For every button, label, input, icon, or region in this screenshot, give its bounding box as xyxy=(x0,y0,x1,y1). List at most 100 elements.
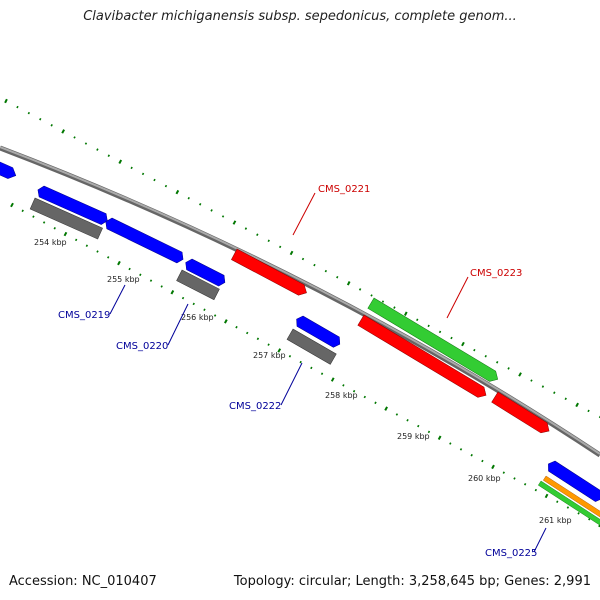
outer-tick-35 xyxy=(404,311,408,316)
inner-tick-50 xyxy=(544,493,549,499)
scale-label-256: 256 kbp xyxy=(181,313,214,322)
outer-tick-15 xyxy=(175,189,180,195)
outer-tick-14 xyxy=(164,184,168,188)
feature-blue-cms0219[interactable] xyxy=(35,184,109,226)
feature-track xyxy=(0,156,600,527)
inner-tick-30 xyxy=(330,377,335,382)
scale-label-261: 261 kbp xyxy=(539,516,572,525)
inner-tick-37 xyxy=(406,419,409,422)
scale-label-259: 259 kbp xyxy=(397,432,430,441)
outer-tick-17 xyxy=(199,203,202,206)
inner-tick-29 xyxy=(320,372,324,375)
outer-tick-ring xyxy=(4,98,600,419)
leader-lines xyxy=(109,192,547,553)
outer-tick-25 xyxy=(289,250,294,256)
inner-tick-1 xyxy=(21,209,24,213)
outer-tick-47 xyxy=(541,385,545,388)
inner-tick-33 xyxy=(363,395,366,399)
outer-tick-22 xyxy=(256,233,259,236)
inner-tick-4 xyxy=(53,227,56,230)
outer-tick-6 xyxy=(73,136,76,139)
inner-tick-49 xyxy=(534,488,538,492)
inner-tick-14 xyxy=(160,285,163,288)
inner-tick-ring xyxy=(10,202,600,528)
outer-tick-21 xyxy=(244,227,248,230)
feature-green-cms0223[interactable] xyxy=(367,297,501,385)
inner-tick-41 xyxy=(449,442,452,445)
inner-tick-53 xyxy=(577,512,580,515)
inner-tick-24 xyxy=(267,343,270,346)
feature-blue-0[interactable] xyxy=(0,156,18,181)
inner-tick-55 xyxy=(598,522,600,528)
inner-tick-46 xyxy=(502,471,505,474)
inner-tick-25 xyxy=(277,348,282,353)
inner-tick-23 xyxy=(256,337,260,341)
outer-tick-26 xyxy=(301,257,305,261)
feature-red-1[interactable] xyxy=(491,391,553,436)
inner-tick-17 xyxy=(192,302,195,306)
inner-tick-36 xyxy=(395,413,399,416)
inner-tick-3 xyxy=(42,221,46,224)
outer-tick-28 xyxy=(324,269,328,273)
outer-tick-0 xyxy=(4,98,8,104)
outer-tick-12 xyxy=(141,172,145,176)
feature-blue-cms0225[interactable] xyxy=(545,459,600,504)
gene-label-cms0222[interactable]: CMS_0222 xyxy=(229,401,281,412)
scale-label-255: 255 kbp xyxy=(107,275,140,284)
feature-red-cms0221[interactable] xyxy=(231,248,309,298)
outer-tick-43 xyxy=(496,361,499,364)
feature-gray-2[interactable] xyxy=(286,328,337,365)
inner-tick-43 xyxy=(470,453,473,457)
gene-label-cms0220[interactable]: CMS_0220 xyxy=(116,341,168,352)
scale-label-254: 254 kbp xyxy=(34,238,67,247)
outer-tick-41 xyxy=(473,348,476,352)
inner-tick-31 xyxy=(342,384,345,387)
outer-tick-37 xyxy=(427,324,430,328)
outer-tick-23 xyxy=(267,239,270,243)
gene-label-cms0223[interactable]: CMS_0223 xyxy=(470,268,522,279)
feature-red-0[interactable] xyxy=(357,314,489,400)
inner-tick-47 xyxy=(513,477,516,480)
inner-tick-2 xyxy=(32,215,35,218)
inner-tick-26 xyxy=(288,355,292,358)
scale-label-260: 260 kbp xyxy=(468,474,501,483)
outer-tick-1 xyxy=(16,105,19,109)
outer-tick-45 xyxy=(518,372,522,377)
inner-tick-15 xyxy=(170,290,175,295)
inner-tick-44 xyxy=(481,459,484,463)
inner-tick-9 xyxy=(107,256,110,259)
gene-label-cms0221[interactable]: CMS_0221 xyxy=(318,184,370,195)
feature-orange-0[interactable] xyxy=(543,475,600,519)
genome-backbone xyxy=(0,145,600,458)
feature-blue-cms0220[interactable] xyxy=(183,257,228,288)
outer-tick-50 xyxy=(575,402,579,408)
feature-gray-0[interactable] xyxy=(29,197,103,240)
inner-tick-13 xyxy=(149,279,153,282)
scale-label-257: 257 kbp xyxy=(253,351,286,360)
footer-accession: Accession: NC_010407 xyxy=(9,574,157,589)
outer-tick-27 xyxy=(313,263,316,267)
outer-tick-48 xyxy=(553,391,556,394)
outer-tick-44 xyxy=(507,367,510,370)
outer-tick-3 xyxy=(39,117,42,121)
gene-label-cms0219[interactable]: CMS_0219 xyxy=(58,310,110,321)
inner-tick-5 xyxy=(63,231,68,237)
outer-tick-2 xyxy=(27,111,31,115)
inner-tick-10 xyxy=(117,260,121,266)
outer-tick-8 xyxy=(96,148,99,151)
feature-blue-cms0222[interactable] xyxy=(294,314,343,349)
inner-tick-7 xyxy=(85,244,89,247)
inner-tick-20 xyxy=(224,319,228,324)
feature-green-1[interactable] xyxy=(538,480,600,527)
feature-gray-1[interactable] xyxy=(176,269,220,301)
outer-tick-20 xyxy=(232,220,237,225)
feature-blue-1[interactable] xyxy=(103,216,186,264)
gene-label-cms0225[interactable]: CMS_0225 xyxy=(485,548,537,559)
inner-tick-52 xyxy=(566,506,570,509)
outer-tick-7 xyxy=(84,142,88,145)
inner-tick-21 xyxy=(235,325,238,329)
inner-tick-27 xyxy=(299,360,302,364)
inner-tick-40 xyxy=(437,435,442,440)
outer-tick-42 xyxy=(484,354,487,358)
outer-tick-10 xyxy=(118,159,123,164)
